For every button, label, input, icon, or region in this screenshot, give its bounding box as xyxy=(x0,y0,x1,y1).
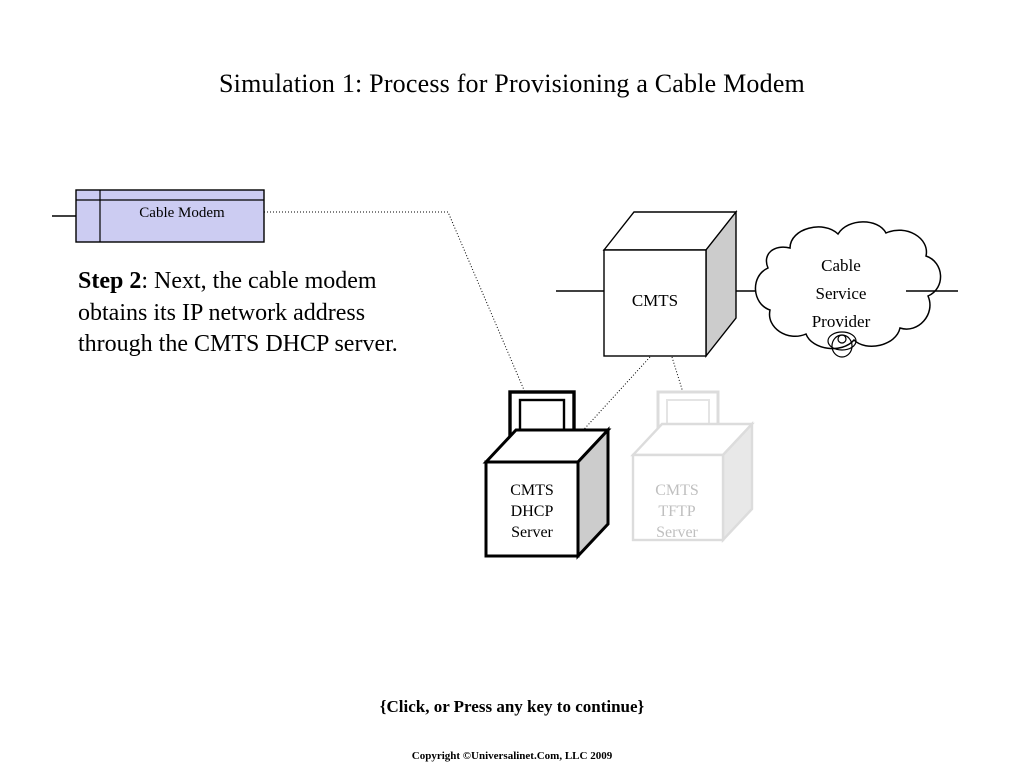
cloud-knot-outer-icon xyxy=(827,331,857,351)
link-cmts-to-dhcp xyxy=(555,356,651,461)
cable-service-provider-cloud[interactable] xyxy=(754,221,942,358)
dhcp-front-face xyxy=(484,460,580,558)
link-modem-to-dhcp xyxy=(264,211,531,405)
cloud-knot-dot-icon xyxy=(837,334,847,344)
page-title: Simulation 1: Process for Provisioning a… xyxy=(219,69,805,98)
copyright-notice: Copyright ©Universalinet.Com, LLC 2009 xyxy=(411,750,613,762)
tftp-server-label: CMTS TFTP Server xyxy=(655,482,699,542)
cmts-label: CMTS xyxy=(631,291,679,310)
step-description: Step 2: Next, the cable modem obtains it… xyxy=(78,266,428,361)
step-heading: Step 2 xyxy=(78,268,142,294)
step-body: Next, the cable modem obtains its IP net… xyxy=(78,268,398,358)
step-separator: : xyxy=(141,268,155,294)
cable-modem-label: Cable Modem xyxy=(139,205,225,221)
cable-service-provider-label: Cable Service Provider xyxy=(811,256,871,332)
cable-modem-box[interactable] xyxy=(75,189,265,243)
dhcp-server[interactable] xyxy=(482,390,612,560)
dhcp-server-label: CMTS DHCP Server xyxy=(510,482,554,542)
cloud-outline xyxy=(754,221,942,350)
tftp-front-face xyxy=(631,453,725,542)
link-cmts-to-tftp xyxy=(671,356,695,429)
continue-prompt[interactable]: {Click, or Press any key to continue} xyxy=(379,697,645,716)
tftp-server[interactable] xyxy=(630,390,755,544)
cmts-front-face[interactable] xyxy=(603,249,707,357)
